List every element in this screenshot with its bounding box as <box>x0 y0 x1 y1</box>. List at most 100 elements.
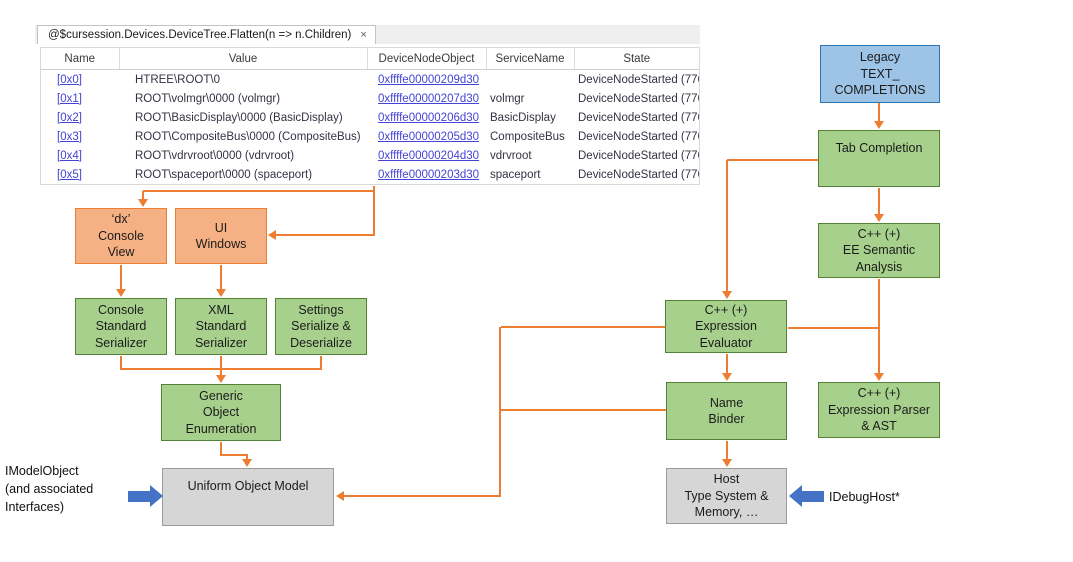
connector-evaluator-to-parser-line <box>788 327 880 329</box>
connector-mid-vertical <box>499 327 501 497</box>
cell-value: ROOT\volmgr\0000 (volmgr) <box>135 92 281 105</box>
arrow-down-icon <box>874 214 884 222</box>
column-header-state[interactable]: State <box>573 48 699 70</box>
box-xml-standard-serializer: XML Standard Serializer <box>175 298 267 355</box>
connector-settings-serializer-stub <box>320 356 322 370</box>
cell-state: DeviceNodeStarted (776) <box>578 73 699 86</box>
box-host-type-system: Host Type System & Memory, … <box>666 468 787 524</box>
connector-semantic-to-parser <box>878 279 880 374</box>
connector-legacy-to-tabcompletion <box>878 103 880 122</box>
arrow-left-icon <box>336 491 344 501</box>
box-dx-console-view: ‘dx’ Console View <box>75 208 167 264</box>
box-tab-completion: Tab Completion <box>818 130 940 187</box>
connector-to-uniform-model-h <box>341 495 501 497</box>
column-header-name[interactable]: Name <box>41 48 119 70</box>
box-ee-semantic-analysis: C++ (+) EE Semantic Analysis <box>818 223 940 278</box>
arrow-down-icon <box>722 291 732 299</box>
cell-value: ROOT\CompositeBus\0000 (CompositeBus) <box>135 130 361 143</box>
connector-console-serializer-stub <box>120 356 122 370</box>
cell-service-name: spaceport <box>490 168 541 181</box>
box-name-binder: Name Binder <box>666 382 787 440</box>
box-generic-object-enumeration: Generic Object Enumeration <box>161 384 281 441</box>
device-node-object-link[interactable]: 0xffffe00000207d30 <box>378 92 480 105</box>
watch-table: Name Value DeviceNodeObject ServiceName … <box>40 47 700 185</box>
connector-binder-left-h <box>501 409 666 411</box>
device-index-link[interactable]: [0x2] <box>57 111 82 124</box>
device-node-object-link[interactable]: 0xffffe00000205d30 <box>378 130 480 143</box>
connector-enumeration-to-uniform-v <box>246 455 248 461</box>
imodelobject-label: IModelObject (and associated Interfaces) <box>5 464 94 514</box>
connector-binder-to-host <box>726 441 728 460</box>
device-index-link[interactable]: [0x3] <box>57 130 82 143</box>
cell-value: ROOT\vdrvroot\0000 (vdrvroot) <box>135 149 295 162</box>
cell-service-name: volmgr <box>490 92 525 105</box>
cell-value: ROOT\spaceport\0000 (spaceport) <box>135 168 313 181</box>
arrow-down-icon <box>242 459 252 467</box>
table-row: [0x1] ROOT\volmgr\0000 (volmgr) 0xffffe0… <box>41 89 699 108</box>
arrow-down-icon <box>116 289 126 297</box>
close-icon[interactable]: × <box>360 29 367 41</box>
arrow-down-icon <box>138 199 148 207</box>
cell-state: DeviceNodeStarted (776) <box>578 111 699 124</box>
box-expression-evaluator: C++ (+) Expression Evaluator <box>665 300 787 353</box>
device-index-link[interactable]: [0x5] <box>57 168 82 181</box>
connector-table-to-dx-v <box>142 191 144 200</box>
tab-title: @$cursession.Devices.DeviceTree.Flatten(… <box>48 29 352 41</box>
arrow-left-icon <box>268 230 276 240</box>
imodelobject-block-arrow-icon <box>128 491 151 502</box>
idebughost-label: IDebugHost* <box>829 490 900 504</box>
device-index-link[interactable]: [0x4] <box>57 149 82 162</box>
connector-table-to-dx-h <box>143 190 374 192</box>
column-header-devicenodeobject[interactable]: DeviceNodeObject <box>366 48 486 70</box>
table-row: [0x0] HTREE\ROOT\0 0xffffe00000209d30 De… <box>41 70 699 90</box>
box-settings-serialize-deserialize: Settings Serialize & Deserialize <box>275 298 367 355</box>
connector-evaluator-to-binder <box>726 354 728 374</box>
column-header-servicename[interactable]: ServiceName <box>485 48 574 70</box>
box-uniform-object-model: Uniform Object Model <box>162 468 334 526</box>
connector-evaluator-left-h <box>501 326 665 328</box>
device-node-object-link[interactable]: 0xffffe00000206d30 <box>378 111 480 124</box>
device-table: Name Value DeviceNodeObject ServiceName … <box>41 48 699 184</box>
connector-merge-to-enumeration <box>220 369 222 376</box>
connector-tabcompletion-left-h <box>727 159 818 161</box>
cell-service-name: CompositeBus <box>490 130 565 143</box>
device-node-object-link[interactable]: 0xffffe00000209d30 <box>378 73 480 86</box>
connector-tabcompletion-to-semantic <box>878 188 880 215</box>
cell-service-name: BasicDisplay <box>490 111 556 124</box>
table-row: [0x5] ROOT\spaceport\0000 (spaceport) 0x… <box>41 165 699 184</box>
device-node-object-link[interactable]: 0xffffe00000203d30 <box>378 168 480 181</box>
connector-dx-to-console-serializer <box>120 265 122 290</box>
device-index-link[interactable]: [0x1] <box>57 92 82 105</box>
connector-xml-serializer-stub <box>220 356 222 370</box>
cell-state: DeviceNodeStarted (776) <box>578 149 699 162</box>
table-row: [0x2] ROOT\BasicDisplay\0000 (BasicDispl… <box>41 108 699 127</box>
cell-value: ROOT\BasicDisplay\0000 (BasicDisplay) <box>135 111 343 124</box>
arrow-down-icon <box>874 373 884 381</box>
box-expression-parser-ast: C++ (+) Expression Parser & AST <box>818 382 940 438</box>
connector-enumeration-down <box>220 442 222 456</box>
header-row: Name Value DeviceNodeObject ServiceName … <box>41 48 699 70</box>
tab-strip: @$cursession.Devices.DeviceTree.Flatten(… <box>35 25 700 44</box>
cell-service-name <box>486 70 574 90</box>
arrow-down-icon <box>216 375 226 383</box>
tab-device-tree-query[interactable]: @$cursession.Devices.DeviceTree.Flatten(… <box>37 25 376 44</box>
arrow-down-icon <box>216 289 226 297</box>
table-row: [0x4] ROOT\vdrvroot\0000 (vdrvroot) 0xff… <box>41 146 699 165</box>
cell-state: DeviceNodeStarted (776) <box>578 92 699 105</box>
imodelobject-block-arrowhead-icon <box>150 485 163 507</box>
cell-state: DeviceNodeStarted (776) <box>578 130 699 143</box>
cell-value: HTREE\ROOT\0 <box>135 73 220 86</box>
connector-table-to-uiwindows <box>272 234 374 236</box>
connector-tabcompletion-to-evaluator-v <box>726 160 728 292</box>
cell-service-name: vdrvroot <box>490 149 532 162</box>
box-console-standard-serializer: Console Standard Serializer <box>75 298 167 355</box>
device-index-link[interactable]: [0x0] <box>57 73 82 86</box>
column-header-value[interactable]: Value <box>118 48 367 70</box>
device-node-object-link[interactable]: 0xffffe00000204d30 <box>378 149 480 162</box>
idebughost-block-arrowhead-icon <box>789 485 802 507</box>
connector-ui-to-xml-serializer <box>220 265 222 290</box>
cell-state: DeviceNodeStarted (776) <box>578 168 699 181</box>
box-legacy-text-completions: Legacy TEXT_ COMPLETIONS <box>820 45 940 103</box>
idebughost-block-arrow-icon <box>801 491 824 502</box>
